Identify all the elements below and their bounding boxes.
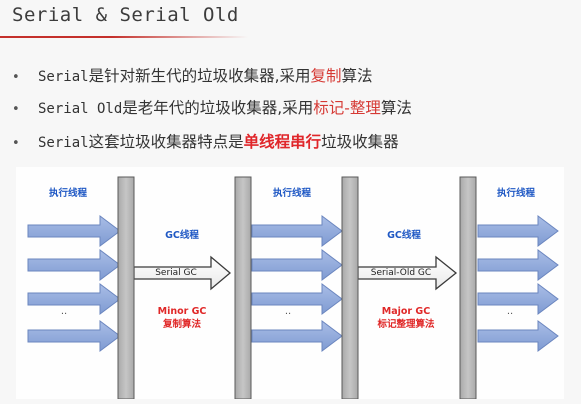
safepoint-bar — [341, 176, 359, 399]
gc-thread-label: GC线程 — [165, 230, 199, 241]
user-thread-arrow — [251, 283, 343, 315]
bullet-term: Serial — [38, 69, 89, 85]
user-thread-arrow — [251, 215, 343, 247]
user-thread-arrow — [477, 249, 559, 281]
ellipsis-marker: .. — [506, 306, 514, 317]
bullet-highlight: 复制 — [310, 67, 342, 85]
user-thread-arrow — [477, 320, 559, 352]
bullet-marker: • — [12, 70, 20, 85]
gc-diagram-graphic — [27, 176, 559, 399]
bullet-text: 是老年代的垃圾收集器,采用 — [122, 99, 314, 117]
bullet-text-end: 算法 — [341, 67, 373, 85]
minor-gc-label: Minor GC — [157, 306, 207, 317]
bullet-text: 是针对新生代的垃圾收集器,采用 — [88, 67, 311, 85]
bullet-term: Serial — [38, 135, 89, 151]
bullet-highlight: 单线程串行 — [243, 133, 322, 151]
user-thread-arrow — [477, 215, 559, 247]
safepoint-bar — [117, 176, 135, 399]
ellipsis-marker: .. — [60, 306, 68, 317]
user-thread-arrow — [251, 320, 343, 352]
user-thread-arrows-3 — [477, 215, 559, 352]
ellipsis-marker: .. — [284, 306, 292, 317]
user-thread-arrow — [27, 249, 121, 281]
major-gc-algorithm: 标记整理算法 — [377, 319, 435, 330]
serial-old-gc-arrow — [357, 255, 458, 291]
user-thread-label: 执行线程 — [496, 188, 536, 199]
user-thread-label: 执行线程 — [272, 188, 312, 199]
user-thread-arrows-2 — [251, 215, 343, 352]
user-thread-arrow — [477, 283, 559, 315]
gc-thread-label: GC线程 — [387, 230, 421, 241]
minor-gc-algorithm: 复制算法 — [162, 319, 202, 330]
bullet-highlight: 标记-整理 — [313, 99, 381, 117]
serial-old-gc-label: Serial-Old GC — [370, 268, 432, 278]
user-thread-arrow — [27, 320, 121, 352]
user-thread-arrow — [27, 215, 121, 247]
safepoint-bar — [459, 176, 477, 399]
user-thread-arrow — [27, 283, 121, 315]
user-thread-arrows-1 — [27, 215, 121, 352]
bullet-term: Serial Old — [38, 101, 123, 117]
bullet-text-end: 算法 — [380, 99, 412, 117]
major-gc-label: Major GC — [381, 306, 431, 317]
user-thread-label: 执行线程 — [48, 188, 88, 199]
user-thread-arrow — [251, 249, 343, 281]
page-title: Serial & Serial Old — [12, 4, 239, 26]
gc-diagram: 执行线程 执行线程 执行线程 GC线程 GC线程 Serial GC Seria… — [16, 167, 564, 399]
bullet-item-serial-old: • Serial Old是老年代的垃圾收集器,采用标记-整理算法 — [12, 96, 412, 118]
serial-gc-arrow — [133, 255, 232, 291]
safepoint-bar — [234, 176, 252, 399]
bullet-item-serial: • Serial是针对新生代的垃圾收集器,采用复制算法 — [12, 64, 373, 86]
bullet-item-feature: • Serial这套垃圾收集器特点是单线程串行垃圾收集器 — [12, 130, 399, 152]
bullet-text-end: 垃圾收集器 — [321, 133, 399, 151]
bullet-marker: • — [12, 102, 20, 117]
bullet-text: 这套垃圾收集器特点是 — [88, 133, 244, 151]
serial-gc-label: Serial GC — [155, 268, 197, 278]
title-underline — [0, 36, 248, 38]
bullet-marker: • — [12, 136, 20, 151]
